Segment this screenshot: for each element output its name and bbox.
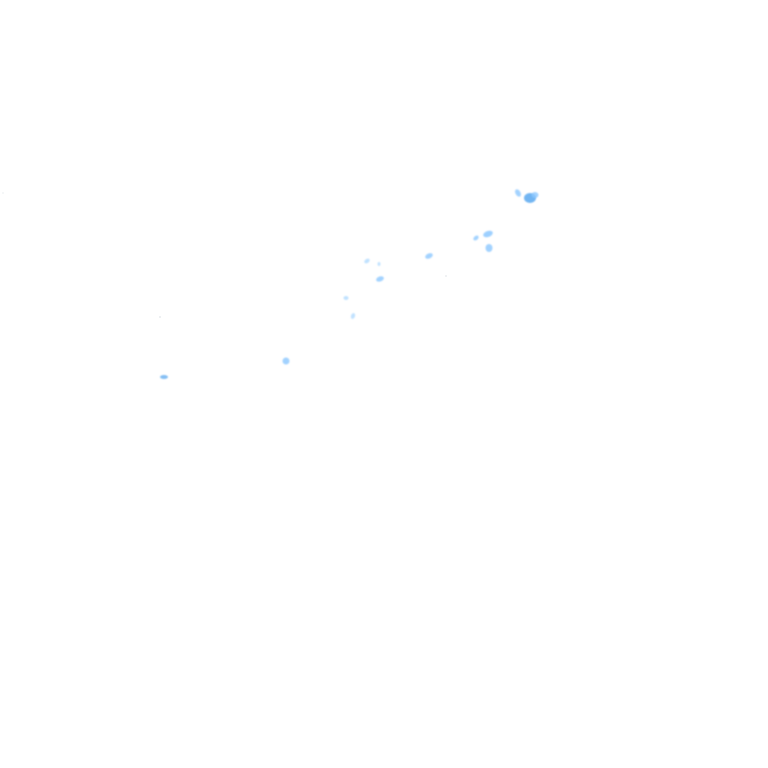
precip-cell	[282, 357, 290, 365]
precip-cell	[515, 189, 521, 197]
precip-cell	[160, 375, 168, 379]
precip-cell	[425, 253, 433, 259]
precip-cell	[473, 235, 479, 241]
precip-cell	[343, 296, 349, 300]
precip-cell	[376, 276, 384, 282]
precip-speck	[2, 192, 4, 194]
precip-cell	[483, 230, 493, 238]
precip-speck	[445, 275, 447, 277]
precip-speck	[159, 316, 161, 318]
precip-cell	[485, 244, 493, 252]
precip-cell	[531, 192, 539, 198]
precip-cell	[364, 258, 370, 264]
precip-cell	[350, 313, 356, 319]
precipitation-layer	[2, 189, 539, 379]
precip-cell	[377, 262, 381, 266]
